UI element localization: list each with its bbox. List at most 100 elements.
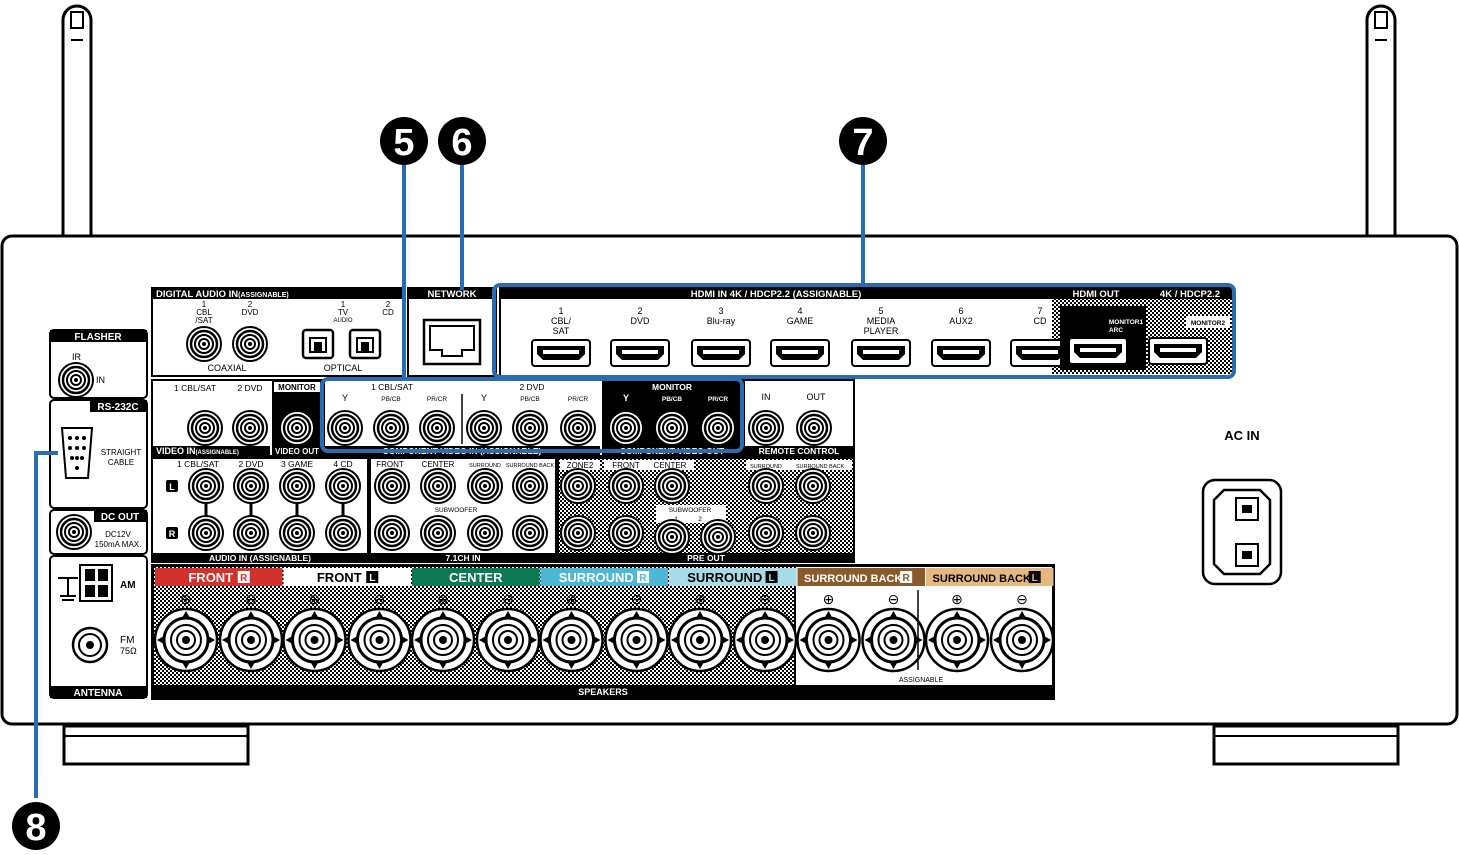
optical-jack-1[interactable]	[301, 328, 335, 360]
video-out-jack[interactable]	[278, 409, 316, 447]
network-section: NETWORK	[407, 287, 497, 377]
pre-out-subwoofer-2-jack[interactable]	[699, 518, 737, 556]
speaker-plus-terminal[interactable]	[539, 607, 604, 673]
ground-icon	[58, 577, 78, 601]
hdmi-out-monitor1-port[interactable]	[1068, 337, 1128, 365]
speaker-side-box	[1028, 571, 1041, 583]
audio-in-2-right-jack[interactable]	[232, 514, 270, 552]
speaker-plus-terminal[interactable]	[410, 607, 476, 673]
speaker-minus-label: ⊖	[374, 591, 386, 607]
pre-out-center-jack[interactable]	[653, 467, 691, 505]
ac-inlet[interactable]	[1201, 478, 1283, 586]
component-in-y-jack[interactable]	[326, 409, 364, 447]
audio-in-1-right-jack[interactable]	[187, 514, 225, 552]
hdmi-out-monitor2-port[interactable]	[1148, 337, 1208, 365]
ch71-center-jack[interactable]	[419, 467, 457, 505]
speaker-plus-terminal[interactable]	[153, 607, 219, 673]
component-in-pb-jack[interactable]	[511, 409, 549, 447]
rs232c-port[interactable]	[60, 427, 94, 479]
callout-8: 8	[12, 802, 60, 850]
hdmi-in-port-2[interactable]	[610, 339, 670, 367]
ch71-surround-back-right-jack[interactable]	[511, 514, 549, 552]
dc-out-jack[interactable]	[55, 513, 93, 551]
audio-in-4-right-jack[interactable]	[324, 514, 362, 552]
pre-out-subwoofer-1-jack[interactable]	[653, 518, 691, 556]
hdmi-in-port-4[interactable]	[770, 339, 830, 367]
audio-in-3-right-jack[interactable]	[278, 514, 316, 552]
speaker-minus-label: ⊖	[759, 591, 771, 607]
speaker-plus-terminal[interactable]	[667, 607, 733, 673]
leader-8	[34, 451, 58, 798]
pre-out-surround-left-jack[interactable]	[747, 467, 785, 505]
speaker-minus-terminal[interactable]	[347, 607, 412, 673]
component-in-y-label: Y	[342, 393, 348, 403]
antenna-title: ANTENNA	[74, 688, 123, 699]
coaxial-label: COAXIAL	[207, 363, 246, 373]
component-in-pr-jack[interactable]	[559, 409, 597, 447]
video-in-jack-2[interactable]	[231, 409, 269, 447]
speaker-minus-terminal[interactable]	[732, 607, 798, 673]
audio-in-4-left-jack[interactable]	[324, 467, 362, 505]
ethernet-port[interactable]	[422, 318, 482, 366]
component-out-pr-jack[interactable]	[699, 409, 737, 447]
ch71-surround-left-jack[interactable]	[466, 467, 504, 505]
audio-in-ch4: 4 CD	[333, 459, 352, 469]
hdmi-in-port-6[interactable]	[931, 339, 991, 367]
speaker-plus-terminal[interactable]	[282, 607, 347, 673]
speaker-plus-terminal[interactable]	[796, 607, 861, 673]
ch71-surround-back-left-jack[interactable]	[511, 467, 549, 505]
component-in-y-jack[interactable]	[465, 409, 503, 447]
pre-out-title: PRE OUT	[687, 553, 726, 563]
ch71-subwoofer-jack[interactable]	[419, 514, 457, 552]
remote-out-jack[interactable]	[795, 409, 833, 447]
pre-out-front-left-jack[interactable]	[607, 467, 645, 505]
network-title: NETWORK	[427, 289, 476, 300]
video-out-title: VIDEO OUT	[275, 447, 319, 456]
hdmi-in-5-label-2: PLAYER	[864, 326, 899, 336]
speaker-minus-terminal[interactable]	[989, 607, 1055, 673]
speaker-side-label: L	[768, 573, 774, 584]
speaker-plus-terminal[interactable]	[924, 607, 990, 673]
flasher-ir-jack[interactable]	[57, 361, 95, 399]
pre-out-sub2-label: 2	[698, 516, 702, 523]
audio-in-1-left-jack[interactable]	[187, 467, 225, 505]
speaker-minus-terminal[interactable]	[475, 607, 541, 673]
pre-out-surround-back-right-jack[interactable]	[794, 514, 832, 552]
component-out-monitor-label: MONITOR	[652, 382, 692, 392]
pre-out-surround-right-jack[interactable]	[747, 514, 785, 552]
coaxial-jack-1[interactable]	[185, 325, 223, 363]
pre-out-zone2-left-jack[interactable]	[559, 467, 597, 505]
coaxial-jack-2[interactable]	[231, 325, 269, 363]
hdmi-in-port-3[interactable]	[691, 339, 751, 367]
ch71-front-left-jack[interactable]	[373, 467, 411, 505]
audio-in-ch3: 3 GAME	[281, 459, 313, 469]
component-out-pb-jack[interactable]	[653, 409, 691, 447]
component-in-pb-jack[interactable]	[372, 409, 410, 447]
video-in-jack-1[interactable]	[186, 409, 224, 447]
audio-in-2-left-jack[interactable]	[232, 467, 270, 505]
am-label: AM	[120, 580, 136, 591]
callout-highlights	[34, 160, 1236, 798]
ac-in-label: AC IN	[1224, 428, 1259, 443]
pre-out-zone2-right-jack[interactable]	[559, 514, 597, 552]
pre-out-front-right-jack[interactable]	[607, 514, 645, 552]
hdmi-in-port-1[interactable]	[531, 339, 591, 367]
hdmi-in-port-5[interactable]	[851, 339, 911, 367]
ch71-front-right-jack[interactable]	[373, 514, 411, 552]
pre-out-surround-back-left-jack[interactable]	[794, 467, 832, 505]
speaker-minus-terminal[interactable]	[604, 607, 669, 673]
ch71-surround-right-jack[interactable]	[466, 514, 504, 552]
audio-in-3-left-jack[interactable]	[278, 467, 316, 505]
component-in-pr-jack[interactable]	[418, 409, 456, 447]
speaker-minus-terminal[interactable]	[861, 607, 926, 673]
component-out-y-label: Y	[623, 393, 629, 403]
speaker-minus-terminal[interactable]	[218, 607, 284, 673]
remote-in-jack[interactable]	[747, 409, 785, 447]
speaker-side-box	[237, 571, 250, 583]
rs232c-line1: STRAIGHT	[101, 448, 142, 457]
digital-audio-suffix: (ASSIGNABLE)	[238, 292, 289, 299]
optical-jack-2[interactable]	[348, 328, 382, 360]
component-out-y-jack[interactable]	[607, 409, 645, 447]
remote-control-title: REMOTE CONTROL	[759, 446, 840, 456]
ch71-subwoofer-label: SUBWOOFER	[435, 507, 478, 514]
